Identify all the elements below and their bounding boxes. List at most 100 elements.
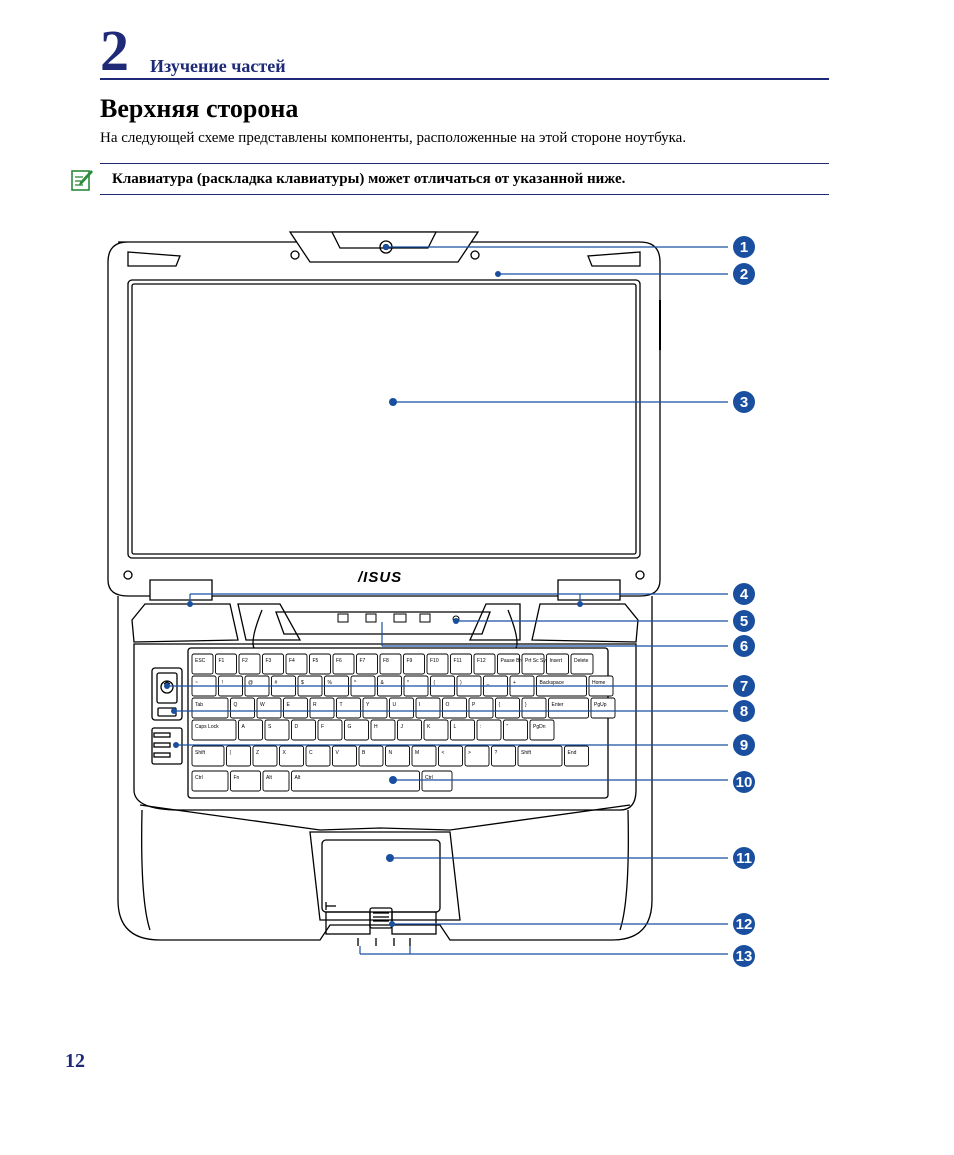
key [362, 697, 388, 719]
chapter-rule [100, 78, 829, 80]
key [442, 697, 467, 719]
key-label: W [260, 702, 265, 708]
callout-circle [733, 610, 755, 632]
callout-number: 6 [740, 638, 748, 655]
key [226, 745, 251, 767]
key-label: N [389, 750, 393, 756]
key [238, 653, 261, 675]
key-label: Delete [574, 658, 589, 664]
key [238, 719, 263, 741]
callout-number: 3 [740, 394, 748, 411]
key-label: + [513, 680, 516, 686]
key-label: Fn [234, 775, 240, 781]
key-label: G [348, 724, 352, 730]
key-label: C [309, 750, 313, 756]
key-label: ) [460, 680, 462, 686]
callout-circle [733, 391, 755, 413]
key-label: ESC [195, 658, 206, 664]
key-label: @ [248, 680, 253, 686]
key [291, 770, 420, 792]
key [426, 653, 449, 675]
key-label: # [275, 680, 278, 686]
key-label: F2 [242, 658, 248, 664]
note-pencil-icon [71, 170, 93, 191]
callout-circle [733, 635, 755, 657]
key-label: F5 [313, 658, 319, 664]
key [317, 719, 343, 741]
key [309, 653, 331, 675]
key-label: Enter [552, 702, 564, 708]
key-label: F7 [360, 658, 366, 664]
key-label: Ctrl [195, 775, 203, 781]
key [191, 653, 214, 675]
key-label: Home [592, 680, 606, 686]
key [570, 653, 594, 675]
key [332, 745, 357, 767]
callout-number: 9 [740, 737, 748, 754]
key-label: F3 [266, 658, 272, 664]
note-rule-bottom [100, 194, 829, 195]
key [590, 697, 616, 719]
callout-circle [733, 583, 755, 605]
key-label: R [313, 702, 317, 708]
brand-logo: /ISUS [357, 569, 402, 586]
key-label: Ctrl [425, 775, 433, 781]
key-label: F9 [407, 658, 413, 664]
key-label: F4 [289, 658, 295, 664]
callout-circle [733, 700, 755, 722]
section-heading: Верхняя сторона [100, 94, 299, 123]
key [191, 719, 237, 741]
key-label: L [454, 724, 457, 730]
key [379, 653, 402, 675]
laptop-lid [107, 231, 661, 597]
key [564, 745, 589, 767]
callout-circle [733, 913, 755, 935]
key [252, 745, 278, 767]
key [546, 653, 569, 675]
callout-circle [733, 236, 755, 258]
callout-number: 5 [740, 613, 748, 630]
key [191, 697, 229, 719]
callout-lines [167, 246, 728, 955]
key [415, 697, 441, 719]
key-label: < [442, 750, 445, 756]
callout-number: 7 [740, 678, 748, 695]
key [521, 653, 545, 675]
key [336, 697, 361, 719]
key [438, 745, 463, 767]
callout-number: 11 [736, 850, 752, 867]
key-label: F [321, 724, 324, 730]
note-text: Клавиатура (раскладка клавиатуры) может … [112, 171, 626, 187]
key [421, 770, 453, 792]
chapter-number: 2 [100, 18, 129, 83]
key-label: End [568, 750, 577, 756]
key-label: $ [301, 680, 304, 686]
key [191, 770, 229, 792]
key [450, 719, 475, 741]
key [215, 653, 237, 675]
key [423, 719, 449, 741]
callout-number: 10 [736, 774, 753, 791]
key-label: D [295, 724, 299, 730]
key-label: Shift [195, 750, 206, 756]
key-label: PgDn [533, 724, 546, 730]
key-label: Alt [295, 775, 301, 781]
key-label: Insert [550, 658, 563, 664]
key-label: { [499, 702, 501, 708]
key-label: " [507, 724, 509, 730]
key-label: H [374, 724, 378, 730]
key [230, 770, 261, 792]
key-label: ! [222, 680, 223, 686]
key-label: U [393, 702, 397, 708]
key-label: V [336, 750, 340, 756]
key-label: X [283, 750, 287, 756]
key [464, 745, 490, 767]
key-label: PgUp [594, 702, 607, 708]
key-label: Alt [266, 775, 272, 781]
callout-circle [733, 675, 755, 697]
